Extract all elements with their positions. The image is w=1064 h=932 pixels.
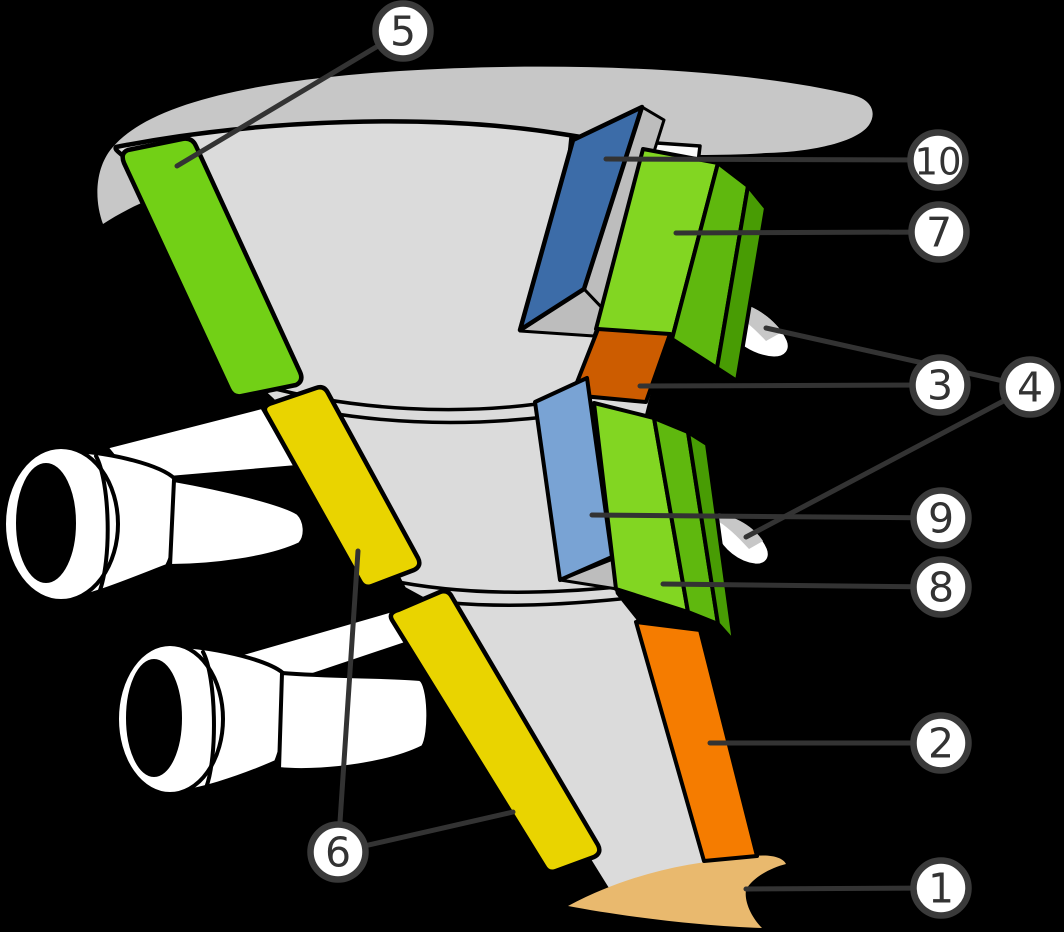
engine-upper-inlet-hole [16, 463, 76, 583]
label-number-10: 10 [914, 141, 961, 184]
labels-layer: 5 10 7 3 4 9 8 2 1 6 [174, 0, 1061, 919]
label-number-4: 4 [1017, 364, 1043, 412]
leader-line-1 [743, 885, 944, 892]
leader-line-10 [603, 156, 941, 163]
label-badge-2 [910, 712, 972, 774]
spoiler-airbrake-panel [517, 104, 645, 333]
wingtip [568, 855, 786, 928]
slat-outer [388, 588, 602, 875]
label-badge-3 [909, 354, 971, 416]
leader-line-5 [174, 28, 406, 169]
label-badge-1 [910, 857, 972, 919]
engine-upper-core [168, 478, 307, 568]
label-badge-4 [999, 356, 1061, 418]
leader-line-8 [660, 581, 944, 590]
label-badge-7 [908, 201, 970, 263]
engine-lower-inlet-hole [126, 659, 182, 777]
engine-upper-seam [94, 454, 110, 595]
engine-lower-seam [201, 650, 216, 790]
leader-line-4-2 [743, 384, 1033, 540]
label-number-1: 1 [928, 865, 954, 913]
leader-line-4-1 [763, 325, 1033, 390]
label-number-3: 3 [927, 362, 953, 410]
engine-lower [115, 607, 431, 796]
label-number-6: 6 [325, 829, 351, 877]
label-badge-5 [372, 0, 434, 62]
label-badge-6 [307, 821, 369, 883]
slat-mid [262, 384, 422, 590]
label-number-8: 8 [928, 564, 954, 612]
label-badge-9 [910, 487, 972, 549]
fairing-lower-cap [714, 513, 763, 549]
low-speed-aileron [634, 620, 759, 863]
leader-line-9 [589, 512, 944, 521]
leader-line-7 [673, 229, 942, 236]
label-number-2: 2 [928, 720, 954, 768]
engine-upper [2, 405, 307, 603]
outer-flap-slot-3 [686, 430, 736, 644]
engine-lower-core [277, 671, 431, 773]
kruger-flap [120, 136, 304, 399]
label-badge-8 [910, 556, 972, 618]
leader-line-3 [637, 382, 943, 389]
label-number-9: 9 [928, 495, 954, 543]
wing-break-outer-upper [386, 578, 619, 594]
label-number-7: 7 [926, 209, 952, 257]
label-badge-10 [907, 129, 969, 191]
label-number-5: 5 [390, 8, 416, 56]
leader-line-6-1 [335, 548, 361, 855]
